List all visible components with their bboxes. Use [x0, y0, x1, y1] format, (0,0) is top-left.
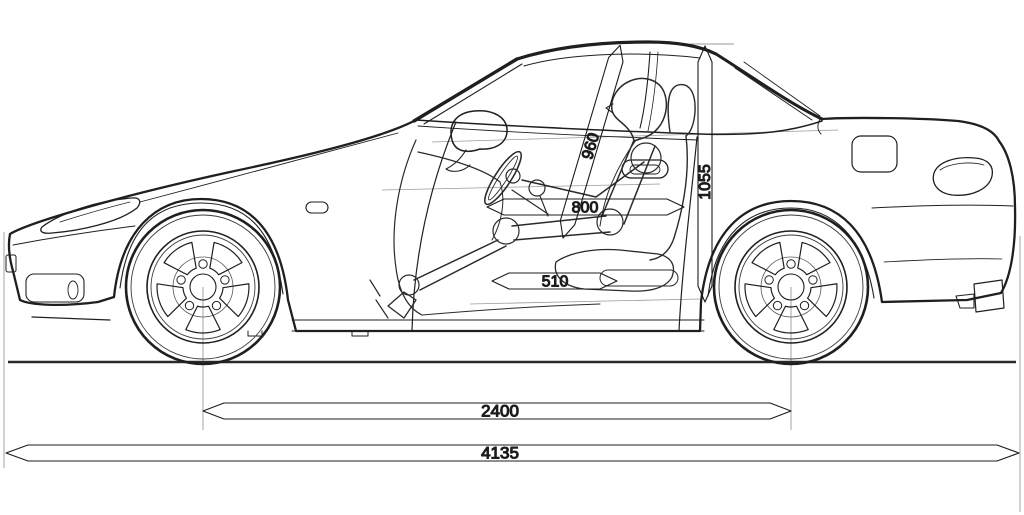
dimension-4135: 4135	[5, 443, 1020, 463]
dimension-1055-label: 1055	[697, 164, 714, 200]
driver-torso	[601, 139, 656, 225]
driver-mannequin	[387, 77, 668, 319]
a-pillar	[412, 57, 519, 123]
door-handle-grip	[629, 164, 661, 175]
dimension-2400: 2400	[202, 401, 792, 421]
seat-cushion	[554, 248, 675, 292]
car-body	[5, 40, 1017, 337]
beltline-inner	[417, 125, 699, 141]
firewall-footwell	[393, 139, 423, 316]
rear-valance	[973, 279, 1005, 313]
side-mirror	[450, 110, 508, 152]
driver-knee-joint	[492, 217, 520, 245]
front-splitter	[31, 316, 111, 321]
driver-hand-on-wheel	[505, 168, 521, 184]
front-air-intake	[25, 273, 85, 303]
front-arch-lip	[119, 202, 284, 295]
dimension-960-band	[559, 44, 624, 239]
pedals	[369, 279, 389, 319]
steering-wheel-rim-inner	[487, 155, 519, 201]
dimension-510-label: 510	[542, 274, 569, 291]
dimension-800-label: 800	[572, 200, 599, 217]
door-front-seam	[411, 121, 457, 332]
dimension-callouts: 960 1055 800 510 2400 4135	[5, 44, 1020, 463]
dimension-510: 510	[491, 272, 618, 291]
front-bumper-seam	[12, 225, 136, 246]
jack-point-notches	[247, 330, 369, 337]
side-window-rear-edge	[639, 51, 651, 129]
driver-arm	[521, 161, 645, 198]
front-tow-slot	[5, 254, 17, 273]
door-handle	[621, 159, 669, 179]
dimension-2400-label: 2400	[481, 402, 519, 421]
rear-valance-step	[955, 293, 975, 309]
driver-shin	[413, 239, 507, 291]
b-pillar-line	[647, 51, 659, 132]
door-rear-seam	[678, 136, 698, 332]
side-mirror-arm	[445, 149, 471, 172]
rear-pillar	[714, 52, 824, 121]
seat-rail	[599, 269, 679, 287]
dash-top	[417, 151, 501, 183]
driver-head	[610, 77, 668, 142]
taillight-inner-line	[939, 162, 985, 171]
floor-reference	[469, 298, 701, 305]
side-marker-lamp	[305, 201, 329, 214]
driver-ankle-joint	[398, 274, 420, 296]
headlight	[40, 197, 141, 234]
driver-shoulder-joint	[630, 142, 662, 174]
interior	[369, 77, 696, 319]
dimension-1055: 1055	[696, 45, 715, 303]
driver-thigh	[511, 215, 611, 241]
dimension-2400-band	[202, 402, 792, 420]
seat-headrest	[667, 83, 696, 137]
driver-foot	[387, 291, 417, 319]
rear-bumper-crease	[883, 258, 1003, 263]
rear-window-line	[734, 67, 813, 121]
windshield-inner-line	[423, 63, 523, 125]
fog-lamp-recess	[67, 280, 79, 300]
beltline	[415, 119, 823, 136]
trunk-shut-line	[817, 118, 822, 135]
hardtop-roof	[515, 40, 718, 61]
driver-hip-joint	[596, 208, 624, 236]
hood-seam	[139, 132, 399, 203]
fuel-filler-door	[851, 135, 898, 173]
dimension-4135-label: 4135	[481, 444, 519, 463]
seatback-rear	[649, 135, 688, 261]
roof-inner-line	[523, 53, 701, 67]
rear-window-inner-line	[743, 61, 821, 117]
dimension-4135-band	[5, 444, 1020, 462]
dash-face	[491, 181, 504, 241]
side-sill	[291, 319, 705, 332]
dimension-800-band	[486, 198, 685, 216]
dimension-510-band	[491, 272, 618, 290]
dimension-800: 800	[486, 198, 685, 217]
dimension-1055-band	[697, 45, 713, 303]
driver-hand-on-shifter	[528, 179, 546, 197]
body-silhouette	[7, 40, 1017, 333]
taillight	[932, 156, 994, 196]
steering-column	[511, 189, 549, 215]
dash-reference	[381, 183, 661, 191]
headlight-inner-line	[59, 201, 131, 223]
rear-bumper-seam	[871, 204, 1014, 209]
cabin-floor	[421, 303, 601, 316]
seatback-front	[599, 139, 637, 227]
